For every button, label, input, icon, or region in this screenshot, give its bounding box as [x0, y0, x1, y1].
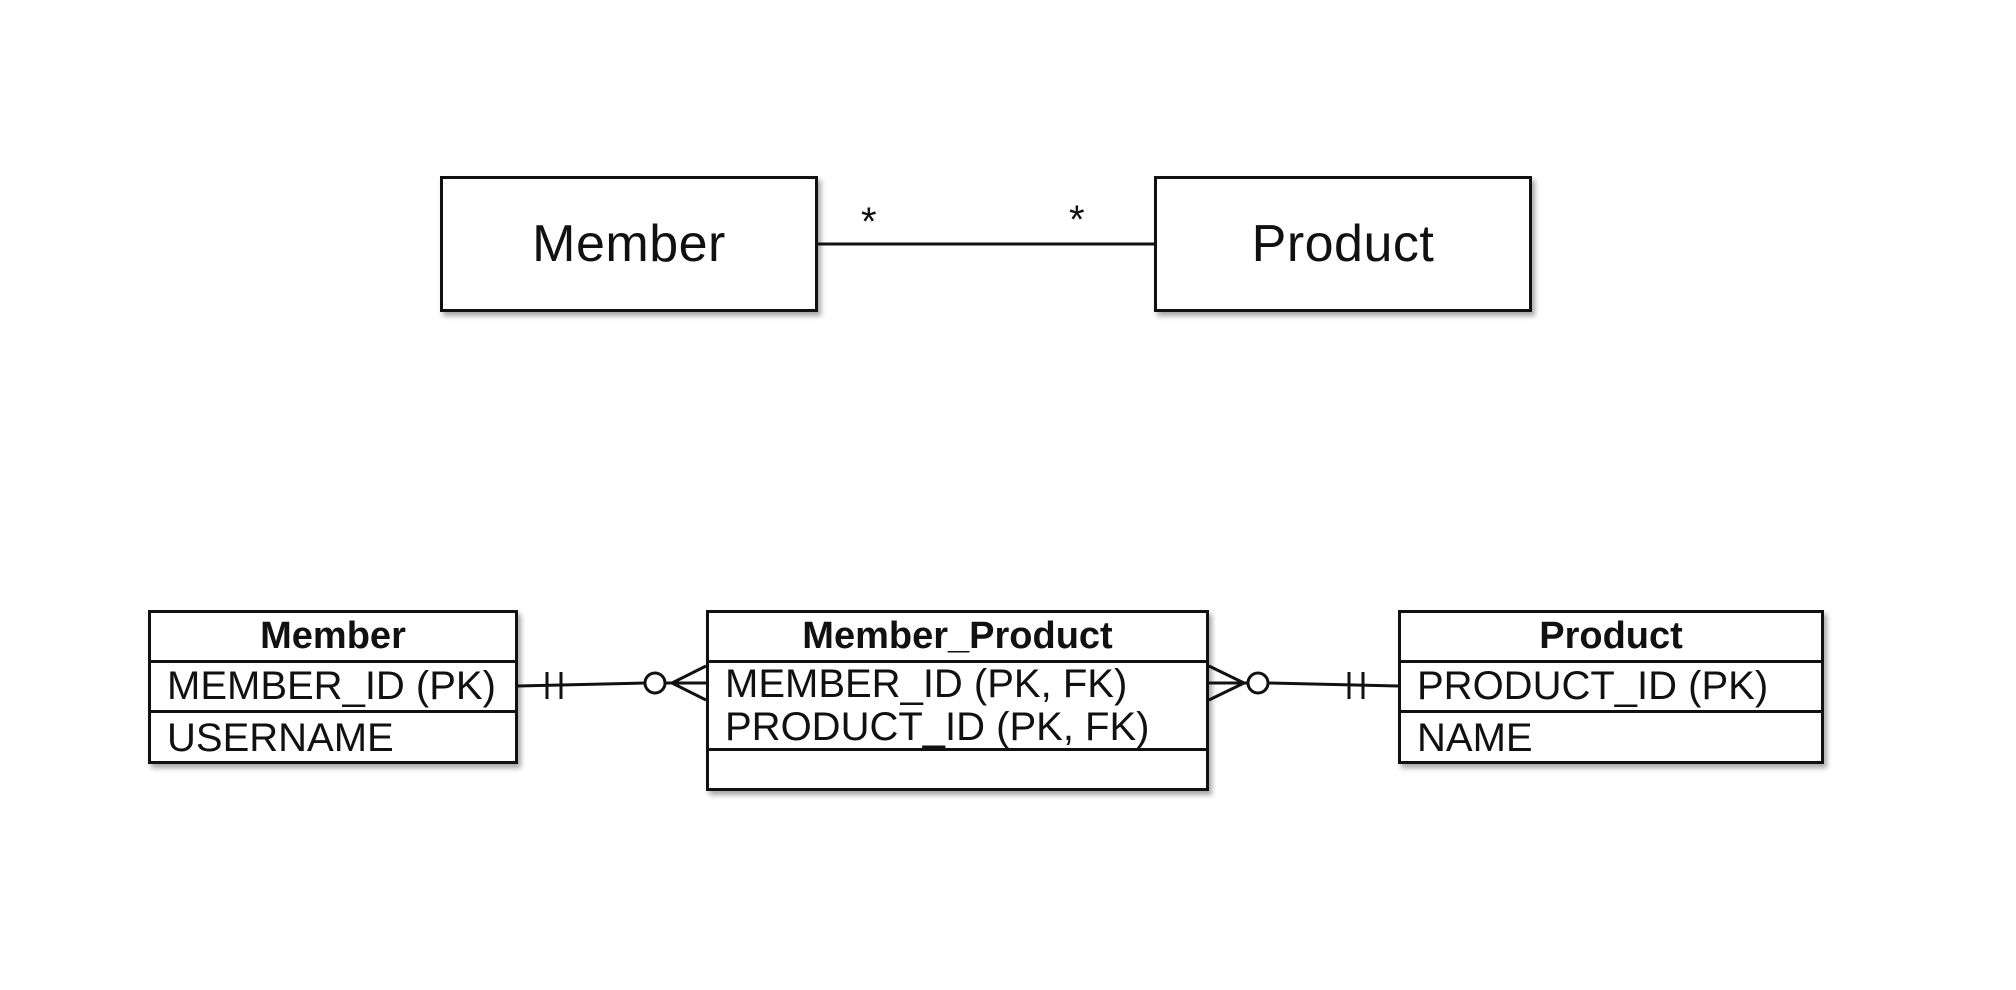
- product-id-column: PRODUCT_ID (PK): [1401, 663, 1821, 713]
- member-product-table: Member_Product MEMBER_ID (PK, FK) PRODUC…: [706, 610, 1209, 791]
- product-multiplicity: *: [1069, 198, 1085, 242]
- member-product-member-id-column: MEMBER_ID (PK, FK): [725, 662, 1128, 706]
- member-product-key-section: MEMBER_ID (PK, FK) PRODUCT_ID (PK, FK): [709, 663, 1206, 751]
- member-table: Member MEMBER_ID (PK) USERNAME: [148, 610, 518, 764]
- member-relationship-connector: [517, 664, 707, 702]
- member-class-box: Member: [440, 176, 818, 312]
- product-class-box: Product: [1154, 176, 1532, 312]
- member-product-product-id-column: PRODUCT_ID (PK, FK): [725, 705, 1150, 749]
- member-class-label: Member: [532, 215, 726, 273]
- username-column: USERNAME: [167, 715, 394, 760]
- product-class-label: Product: [1251, 215, 1435, 273]
- member-product-table-title: Member_Product: [709, 613, 1206, 663]
- product-relationship-connector: [1208, 664, 1399, 702]
- product-table: Product PRODUCT_ID (PK) NAME: [1398, 610, 1824, 764]
- product-table-title: Product: [1401, 613, 1821, 663]
- member-multiplicity: *: [861, 200, 877, 244]
- name-column: NAME: [1417, 715, 1533, 760]
- member-id-column: MEMBER_ID (PK): [151, 663, 515, 713]
- member-table-title: Member: [151, 613, 515, 663]
